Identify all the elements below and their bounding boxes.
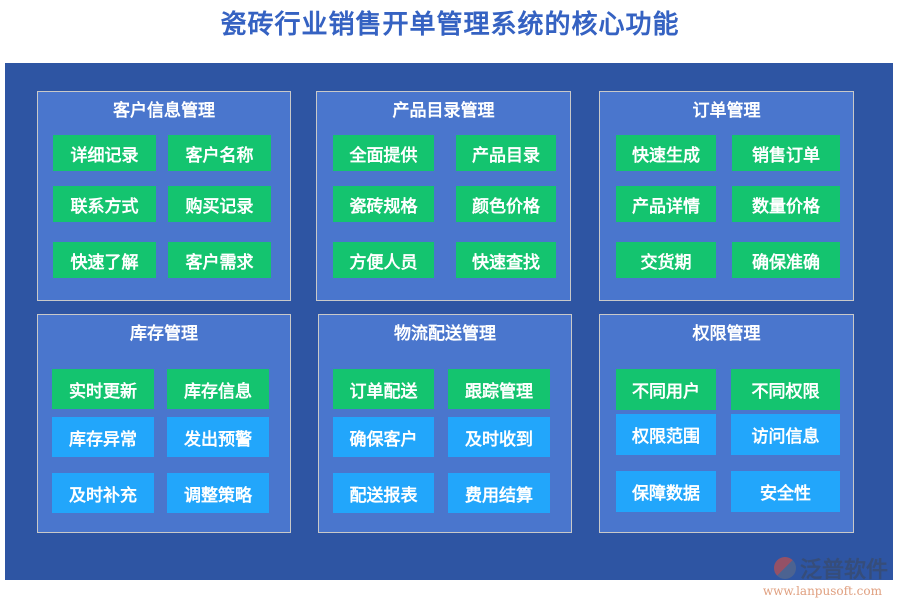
feature-item: 确保客户 (333, 417, 434, 457)
feature-item: 产品详情 (616, 186, 716, 222)
feature-item: 颜色价格 (456, 186, 556, 222)
feature-item: 数量价格 (732, 186, 840, 222)
feature-item: 访问信息 (731, 414, 840, 455)
feature-item: 全面提供 (333, 135, 434, 171)
feature-item: 配送报表 (333, 473, 434, 513)
feature-item: 实时更新 (52, 369, 154, 409)
feature-item: 产品目录 (456, 135, 556, 171)
module-title: 客户信息管理 (113, 101, 215, 121)
module-title: 库存管理 (130, 324, 198, 344)
logo-icon (773, 557, 796, 579)
feature-item: 跟踪管理 (448, 369, 550, 409)
feature-item: 不同用户 (616, 369, 716, 410)
page-title: 瓷砖行业销售开单管理系统的核心功能 (220, 10, 680, 40)
feature-item: 不同权限 (731, 369, 840, 410)
feature-item: 交货期 (616, 242, 716, 278)
feature-item: 客户名称 (168, 135, 271, 171)
feature-item: 购买记录 (168, 186, 271, 222)
module-title: 订单管理 (692, 101, 761, 121)
feature-item: 发出预警 (167, 417, 269, 457)
feature-item: 联系方式 (53, 186, 156, 222)
feature-item: 库存信息 (167, 369, 269, 409)
feature-item: 详细记录 (53, 135, 156, 171)
logo-url: www.lanpusoft.com (762, 584, 882, 598)
feature-item: 订单配送 (333, 369, 434, 409)
feature-item: 快速了解 (53, 242, 156, 278)
logo: 泛普软件 (773, 552, 888, 584)
feature-item: 权限范围 (616, 414, 716, 455)
module-title: 权限管理 (692, 324, 761, 344)
feature-item: 安全性 (731, 471, 840, 512)
feature-item: 方便人员 (333, 242, 434, 278)
feature-item: 及时补充 (52, 473, 154, 513)
logo-text: 泛普软件 (799, 558, 888, 583)
module-title: 物流配送管理 (394, 324, 496, 344)
feature-item: 客户需求 (168, 242, 271, 278)
feature-item: 确保准确 (732, 242, 840, 278)
feature-item: 销售订单 (732, 135, 840, 171)
feature-item: 及时收到 (448, 417, 550, 457)
feature-item: 费用结算 (448, 473, 550, 513)
feature-item: 快速查找 (456, 242, 556, 278)
feature-item: 调整策略 (167, 473, 269, 513)
feature-item: 瓷砖规格 (333, 186, 434, 222)
feature-item: 库存异常 (52, 417, 154, 457)
module-title: 产品目录管理 (392, 101, 495, 121)
feature-item: 保障数据 (616, 471, 716, 512)
feature-item: 快速生成 (616, 135, 716, 171)
